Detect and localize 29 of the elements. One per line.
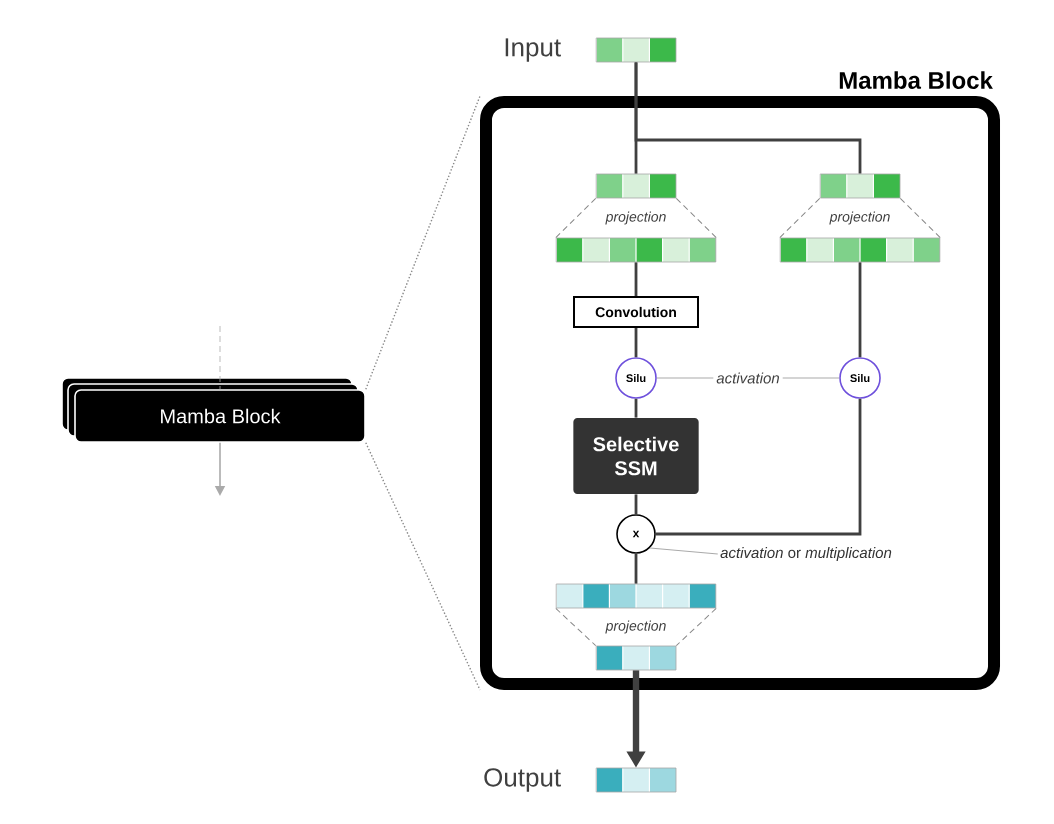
connector-line xyxy=(899,197,941,239)
connector-line xyxy=(779,197,821,239)
block-title: Mamba Block xyxy=(839,71,993,89)
vector-bar xyxy=(819,173,901,199)
connector-line xyxy=(858,262,862,358)
connector-line xyxy=(219,325,221,390)
connector-line xyxy=(634,398,638,418)
vector-bar xyxy=(595,645,677,671)
connector-line xyxy=(555,197,597,239)
vector-label: Input xyxy=(505,38,561,62)
connector-line xyxy=(634,62,862,174)
connector-line xyxy=(675,197,717,239)
vector-bar xyxy=(779,237,941,263)
connector-line xyxy=(365,442,481,691)
vector-label: Output xyxy=(484,768,561,792)
connector-line xyxy=(655,398,862,536)
connector-line xyxy=(634,328,638,358)
leader-line xyxy=(649,547,719,555)
vector-bar xyxy=(555,237,717,263)
connector-line xyxy=(675,607,717,647)
connector-line xyxy=(365,95,481,390)
vector-bar xyxy=(595,173,677,199)
connector-line xyxy=(555,607,597,647)
connector-line xyxy=(634,553,638,584)
stacked-block: Mamba Block xyxy=(61,377,366,443)
connector-line xyxy=(634,494,638,515)
connector-line xyxy=(634,262,638,296)
vector-bar xyxy=(555,583,717,609)
process-box: Selective SSM xyxy=(573,418,699,494)
